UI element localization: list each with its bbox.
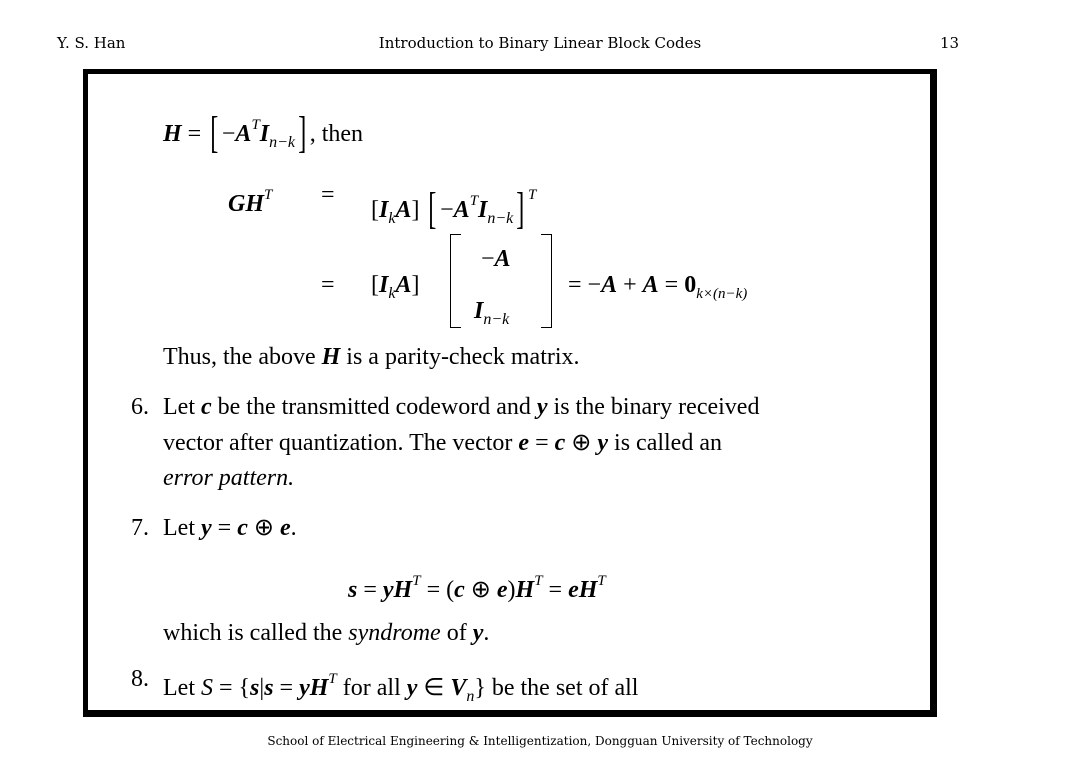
matrix-bottom-entry: In−k (474, 298, 510, 328)
syndrome-line: which is called the syndrome of y. (163, 620, 490, 646)
matrix-top-entry: −A (481, 246, 511, 272)
header-title: Introduction to Binary Linear Block Code… (378, 34, 702, 52)
item-8-number: 8. (131, 666, 149, 692)
matrix-right-bracket (541, 234, 552, 328)
h-definition-line: H = [−ATIn−k], then (163, 108, 364, 157)
header-author: Y. S. Han (57, 34, 126, 52)
item-6-line-1: Let c be the transmitted codeword and y … (163, 394, 760, 420)
item-8-line-1: Let S = {s|s = yHT for all y ∈ Vn} be th… (163, 671, 639, 705)
gh-product-line: GHT (228, 187, 273, 217)
page-number: 13 (940, 34, 960, 52)
gh-product-rhs: [IkA] [−ATIn−k]T (371, 184, 537, 233)
footer-institution: School of Electrical Engineering & Intel… (267, 734, 813, 748)
item-6-number: 6. (131, 394, 149, 420)
then-text: , then (309, 121, 364, 147)
equals-sign-1: = (321, 182, 335, 208)
slide-frame (83, 69, 937, 717)
thus-line: Thus, the above H is a parity-check matr… (163, 344, 580, 370)
matrix-left-bracket (450, 234, 461, 328)
item-6-line-3: error pattern. (163, 465, 295, 491)
result-expression: = −A + A = 0k×(n−k) (568, 272, 748, 302)
syndrome-equation: s = yHT = (c ⊕ e)HT = eHT (348, 573, 606, 603)
item-7-number: 7. (131, 515, 149, 541)
ika-factor: [IkA] (371, 272, 420, 302)
item-6-line-2: vector after quantization. The vector e … (163, 430, 722, 456)
item-7-line-1: Let y = c ⊕ e. (163, 515, 297, 541)
equals-sign-2: = (321, 272, 335, 298)
